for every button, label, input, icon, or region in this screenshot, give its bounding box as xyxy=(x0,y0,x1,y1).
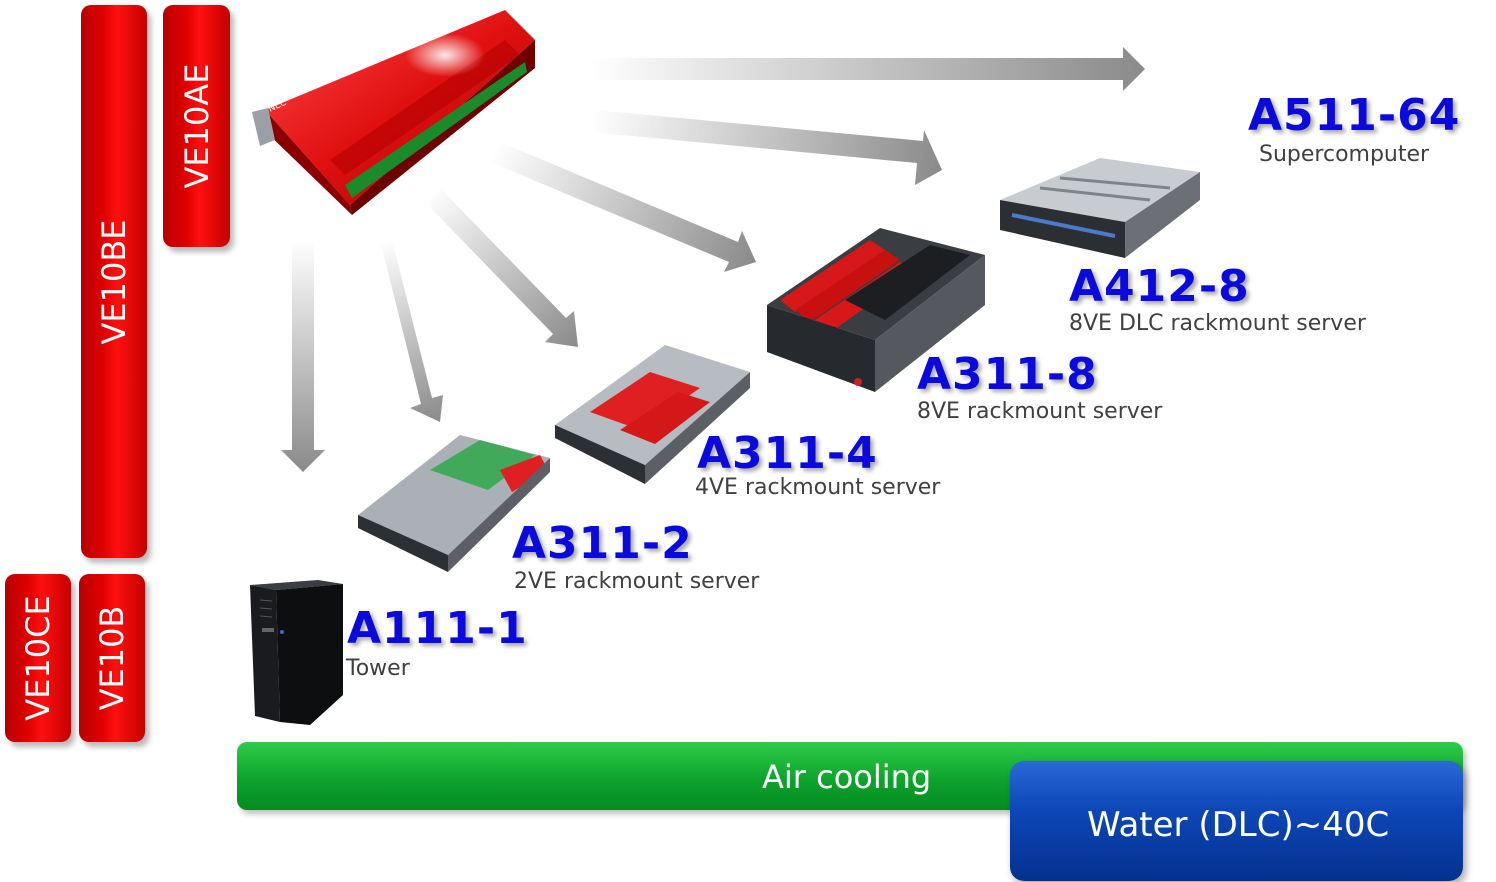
model-a412-8: A412-8 xyxy=(1069,261,1250,312)
ve10ae-bar: VE10AE xyxy=(163,5,230,247)
a412-8-server-image xyxy=(1000,158,1200,258)
water-cooling-label: Water (DLC)~40C xyxy=(1087,805,1390,845)
a111-1-tower-image xyxy=(250,580,343,725)
a311-4-server-image xyxy=(555,345,750,484)
model-a311-4: A311-4 xyxy=(697,428,878,479)
arrow-to-a311-4 xyxy=(426,188,578,347)
water-cooling-bar: Water (DLC)~40C xyxy=(1010,761,1463,881)
arrow-to-a311-8 xyxy=(490,142,756,272)
ve10b-bar: VE10B xyxy=(79,574,145,742)
ve10be-bar: VE10BE xyxy=(81,5,147,558)
arrow-to-a511-64 xyxy=(590,47,1145,91)
air-cooling-label: Air cooling xyxy=(762,758,932,796)
a311-8-server-image xyxy=(767,228,985,392)
desc-a311-8: 8VE rackmount server xyxy=(917,399,1163,424)
vector-engine-card: NEC xyxy=(252,10,535,215)
desc-a412-8: 8VE DLC rackmount server xyxy=(1069,311,1366,336)
desc-a311-4: 4VE rackmount server xyxy=(695,475,941,500)
model-a311-2: A311-2 xyxy=(512,518,693,569)
arrow-to-a111-1 xyxy=(281,240,325,472)
model-a111-1: A111-1 xyxy=(347,603,528,654)
arrow-to-a412-8 xyxy=(590,110,942,185)
model-a511-64: A511-64 xyxy=(1248,90,1461,141)
model-a311-8: A311-8 xyxy=(917,349,1098,400)
arrow-to-a311-2 xyxy=(381,240,443,422)
desc-a111-1: Tower xyxy=(346,656,410,681)
desc-a511-64: Supercomputer xyxy=(1259,142,1430,167)
a311-2-server-image xyxy=(358,435,550,572)
desc-a311-2: 2VE rackmount server xyxy=(514,569,760,594)
ve10ce-bar: VE10CE xyxy=(5,574,71,742)
